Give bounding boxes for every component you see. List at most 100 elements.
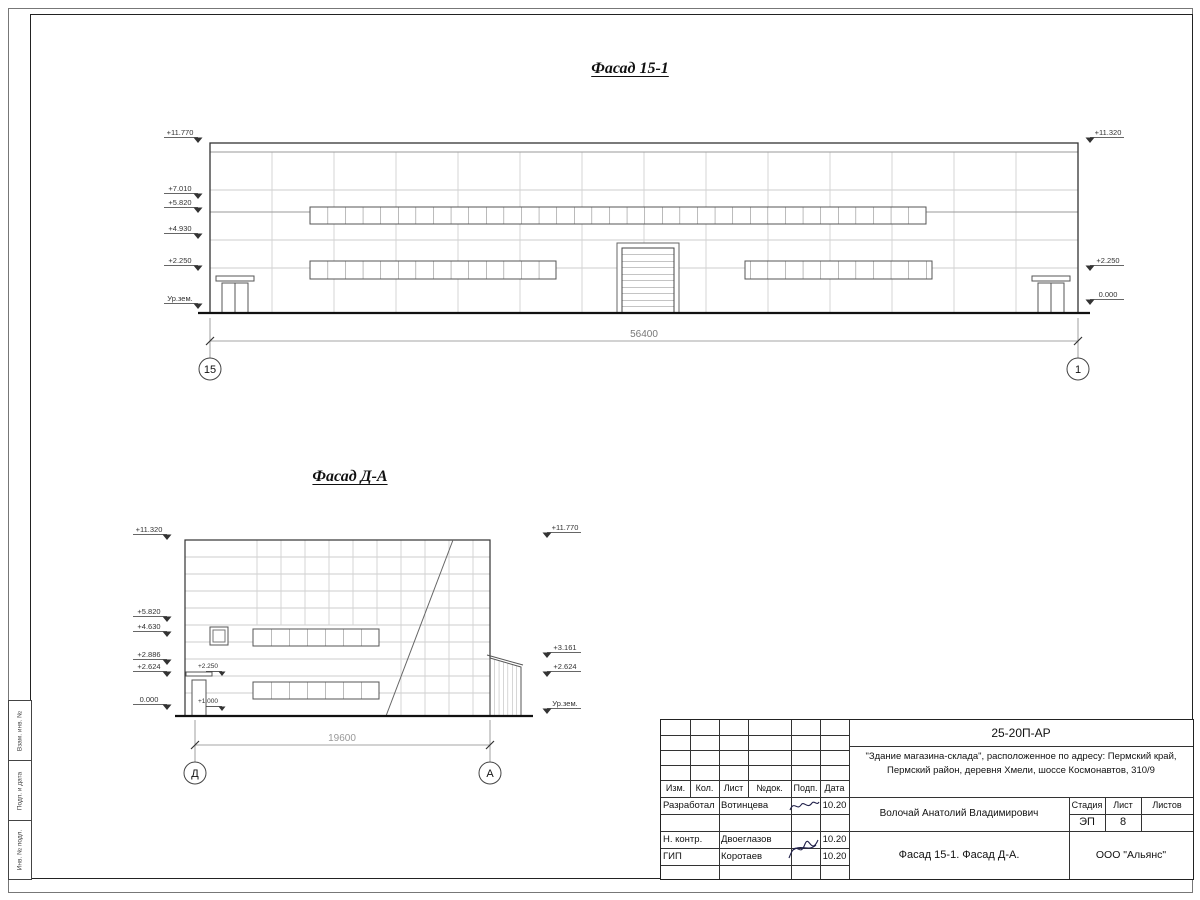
level-mark-icon — [163, 265, 203, 272]
level-label: +2.250 — [168, 256, 191, 265]
level-label: +2.886 — [137, 650, 160, 659]
facade1-dimension: 56400 — [205, 318, 1083, 358]
level-mark-icon — [132, 631, 172, 638]
axis-label: А — [486, 768, 494, 780]
tb-line — [1069, 814, 1193, 815]
level-label: 0.000 — [140, 695, 159, 704]
level-mark-icon — [163, 233, 203, 240]
level-mark-icon — [163, 207, 203, 214]
facade1-drawing: 56400 15 1 +11.770 +7.010 +5.820 +4.930 … — [163, 128, 1125, 381]
level-label: +4.930 — [168, 224, 191, 233]
level-mark-icon — [542, 532, 582, 539]
tb-role-normcontrol: Н. контр. — [663, 834, 703, 845]
tb-project-line1: "Здание магазина-склада", расположенное … — [865, 751, 1177, 762]
level-label: +11.320 — [136, 525, 163, 534]
facade2-panel-joints — [185, 556, 490, 694]
tb-line — [661, 831, 1193, 832]
level-mark-icon — [205, 706, 226, 712]
facade1-door-right — [1031, 275, 1071, 314]
axis-label: 15 — [204, 364, 216, 376]
level-label: +2.624 — [553, 662, 576, 671]
facade1-window-band-lower-left — [309, 260, 557, 280]
level-label: +11.770 — [167, 128, 194, 137]
facade2-axes: Д А — [183, 761, 502, 785]
tb-name-normcontrol: Двоеглазов — [721, 834, 772, 845]
margin-stamp-box: Подп. и дата — [8, 760, 32, 822]
signature — [788, 839, 819, 859]
level-mark-icon — [132, 534, 172, 541]
axis-bubble — [198, 357, 222, 381]
tb-chief-name: Волочай Анатолий Владимирович — [879, 808, 1039, 819]
level-label: +2.250 — [198, 663, 218, 670]
level-label: +5.820 — [137, 607, 160, 616]
tb-line — [849, 720, 850, 879]
level-mark-icon — [163, 137, 203, 144]
facade1-gate — [616, 242, 680, 314]
facade1-level-marks: +11.770 +7.010 +5.820 +4.930 +2.250 Ур.з… — [163, 128, 1125, 310]
facade1-dim-label: 56400 — [630, 329, 658, 340]
level-mark-icon — [542, 652, 582, 659]
tb-date-gip: 10.20 — [822, 851, 847, 862]
facade2-annex — [486, 654, 524, 717]
margin-stamp-box: Взам. инв. № — [8, 700, 32, 762]
tb-col-ndoc: №док. — [756, 783, 783, 793]
tb-line — [661, 797, 1193, 798]
tb-doc-number: 25-20П-АР — [991, 726, 1051, 740]
axis-label: 1 — [1075, 364, 1081, 376]
facade2-drawing: 19600 Д А +11.320 +5.820 +4.630 +2.886 +… — [132, 523, 582, 785]
tb-line — [719, 720, 720, 879]
level-mark-icon — [1085, 265, 1125, 272]
tb-line — [661, 814, 849, 815]
tb-role-gip: ГИП — [663, 851, 682, 862]
signature — [789, 801, 820, 811]
tb-line — [791, 720, 792, 879]
level-label: +2.624 — [137, 662, 160, 671]
tb-line — [1069, 797, 1070, 879]
facade2-window-band-lower — [252, 681, 380, 700]
level-label: +7.010 — [168, 184, 191, 193]
tb-sheets-label: Листов — [1152, 800, 1182, 810]
facade1-vertical-joints — [271, 152, 1017, 313]
axis-bubble — [183, 761, 207, 785]
facade2-diagonal — [385, 539, 454, 717]
tb-line — [690, 720, 691, 797]
tb-drawing-title: Фасад 15-1. Фасад Д-А. — [898, 849, 1020, 861]
facade1-window-band-upper — [309, 206, 927, 225]
tb-name-developer: Вотинцева — [721, 800, 769, 811]
level-mark-icon — [542, 708, 582, 715]
tb-role-developer: Разработал — [663, 800, 715, 811]
level-label: +5.820 — [168, 198, 191, 207]
level-label: +2.250 — [1096, 256, 1119, 265]
title-block: Изм. Кол. Лист №док. Подп. Дата Разработ… — [660, 719, 1194, 880]
margin-stamp-box: Инв. № подл. — [8, 820, 32, 880]
facade2-dim-label: 19600 — [328, 733, 356, 744]
axis-bubble — [1066, 357, 1090, 381]
tb-col-podp: Подп. — [793, 783, 818, 793]
facade1-door-left — [215, 275, 255, 314]
tb-col-izm: Изм. — [665, 783, 686, 793]
tb-col-data: Дата — [824, 783, 845, 793]
level-mark-icon — [132, 704, 172, 711]
level-label: +3.161 — [553, 643, 576, 652]
level-label: 0.000 — [1099, 290, 1118, 299]
level-label: Ур.зем. — [167, 294, 192, 303]
level-mark-icon — [132, 671, 172, 678]
tb-name-gip: Коротаев — [721, 851, 763, 862]
tb-col-list: Лист — [723, 783, 744, 793]
facade2-level-marks: +11.320 +5.820 +4.630 +2.886 +2.624 0.00… — [132, 523, 582, 715]
tb-line — [661, 848, 849, 849]
tb-line — [661, 735, 849, 736]
facade2-window-band-upper — [252, 628, 380, 647]
facade1-title: Фасад 15-1 — [591, 60, 669, 77]
level-label: +1.000 — [198, 698, 218, 705]
facade2-vertical-joints — [256, 540, 474, 716]
level-label: +11.320 — [1095, 128, 1122, 137]
tb-line — [661, 765, 849, 766]
facade1-axes: 15 1 — [198, 357, 1090, 381]
tb-line — [748, 720, 749, 797]
level-mark-icon — [542, 671, 582, 678]
tb-stage-value: ЭП — [1079, 816, 1095, 828]
level-label: Ур.зем. — [552, 699, 577, 708]
